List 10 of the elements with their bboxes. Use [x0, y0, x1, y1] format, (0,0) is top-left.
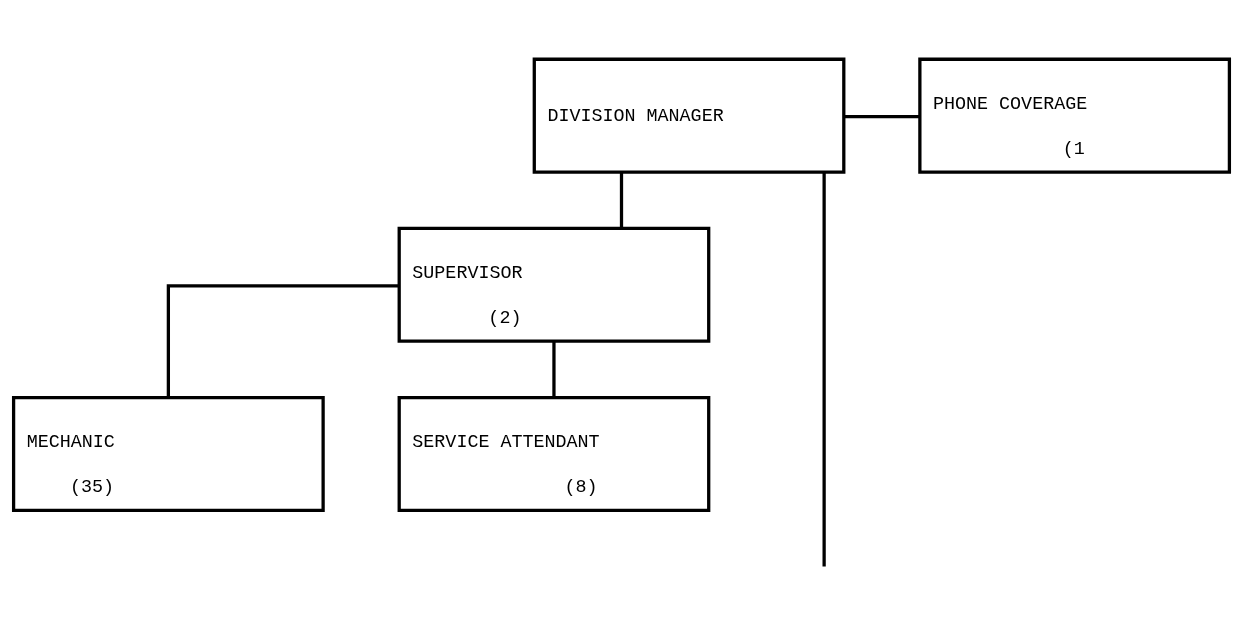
node-box: SERVICE ATTENDANT (8)	[397, 395, 711, 512]
connector	[844, 114, 920, 118]
connector	[552, 341, 556, 397]
node-box: MECHANIC (35)	[11, 395, 325, 512]
connector	[619, 171, 624, 228]
node-box: SUPERVISOR (2)	[397, 226, 711, 343]
node-box: DIVISION MANAGER	[532, 57, 846, 174]
connector	[166, 283, 399, 398]
connector	[822, 171, 826, 566]
node-box: PHONE COVERAGE (1	[918, 57, 1232, 174]
